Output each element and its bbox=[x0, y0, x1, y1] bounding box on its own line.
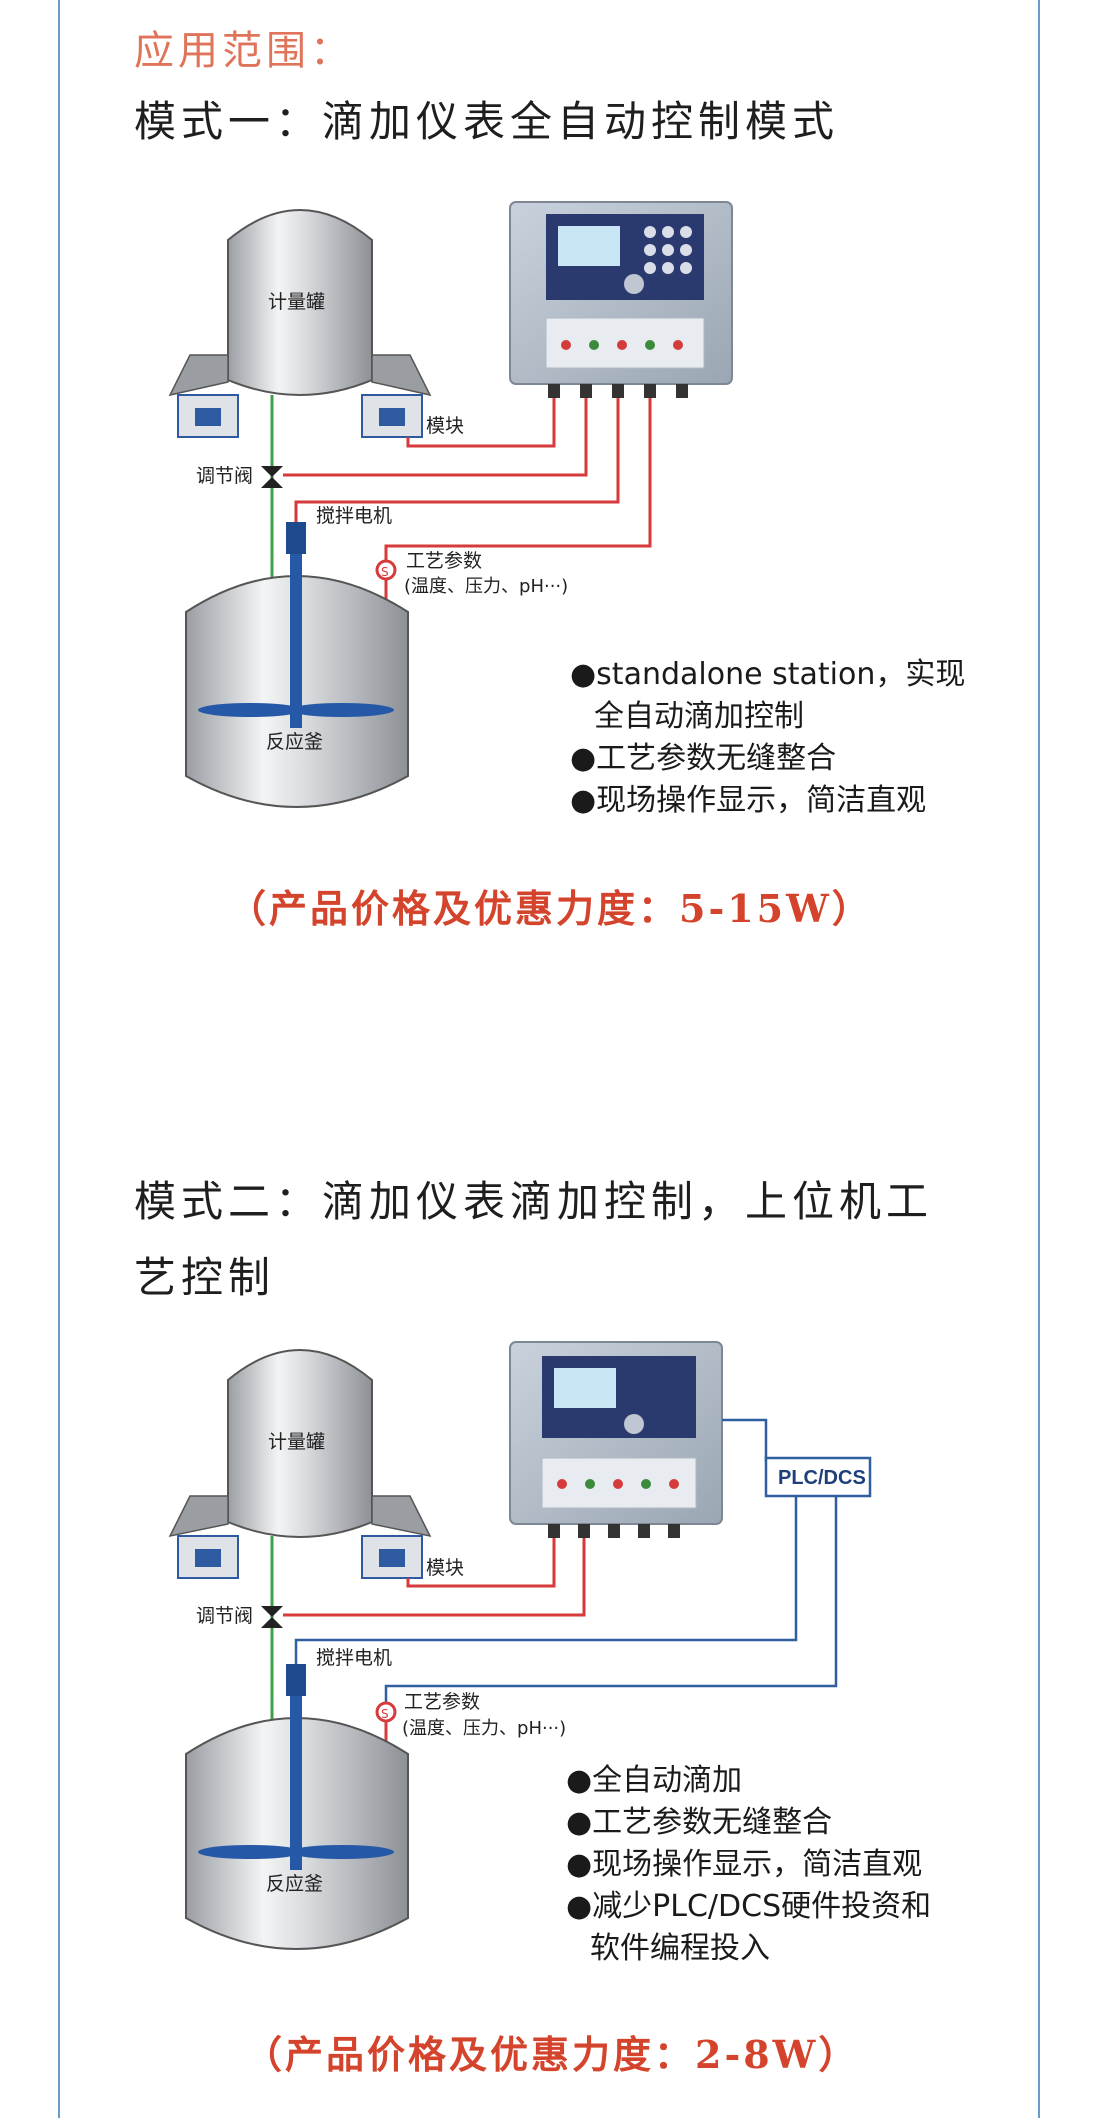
mode2-price: （产品价格及优惠力度：2-8W） bbox=[244, 2032, 860, 2077]
mode2-bullet-5: 软件编程投入 bbox=[590, 1931, 770, 1966]
mode2-bullet-3: ●现场操作显示，简洁直观 bbox=[566, 1847, 922, 1882]
reactor-icon: 反应釜 bbox=[185, 522, 409, 808]
motor-icon bbox=[286, 522, 306, 554]
param-label-2: 工艺参数 bbox=[404, 1691, 480, 1713]
controller-icon bbox=[509, 201, 733, 398]
mode2-bullet-2: ●工艺参数无缝整合 bbox=[566, 1805, 832, 1840]
tank-icon: 计量罐 bbox=[168, 1349, 432, 1579]
mode1-price: （产品价格及优惠力度：5-15W） bbox=[228, 886, 873, 931]
param-label: 工艺参数 bbox=[406, 550, 482, 572]
mode1-bullet-2: 全自动滴加控制 bbox=[594, 699, 804, 734]
motor-icon bbox=[286, 1664, 306, 1696]
tank-icon: 计量罐 bbox=[168, 209, 432, 438]
svg-text:S: S bbox=[381, 565, 389, 579]
reactor-label-2: 反应釜 bbox=[266, 1873, 323, 1895]
reactor-label: 反应釜 bbox=[266, 731, 323, 753]
module-label-2: 模块 bbox=[426, 1557, 464, 1579]
plc-label: PLC/DCS bbox=[778, 1467, 866, 1489]
plc-box bbox=[764, 1456, 872, 1498]
motor-label: 搅拌电机 bbox=[316, 505, 392, 527]
mode2-title-line1: 模式二：滴加仪表滴加控制，上位机工 bbox=[134, 1177, 934, 1226]
reactor-icon: 反应釜 bbox=[185, 1664, 409, 1950]
sensor-icon: S bbox=[375, 559, 397, 610]
section-title: 应用范围： bbox=[134, 28, 354, 74]
mode2-bullet-1: ●全自动滴加 bbox=[566, 1763, 742, 1798]
mode1-bullet-4: ●现场操作显示，简洁直观 bbox=[570, 783, 926, 818]
svg-text:S: S bbox=[381, 1707, 389, 1721]
mode2-title-line2: 艺控制 bbox=[134, 1253, 276, 1302]
param-sub-label-2: (温度、压力、pH···) bbox=[402, 1718, 566, 1739]
mode1-title: 模式一：滴加仪表全自动控制模式 bbox=[134, 97, 840, 146]
mode1-bullet-3: ●工艺参数无缝整合 bbox=[570, 741, 836, 776]
page-frame bbox=[58, 0, 1040, 2118]
controller-icon bbox=[509, 1341, 723, 1538]
motor-label-2: 搅拌电机 bbox=[316, 1647, 392, 1669]
tank-label: 计量罐 bbox=[268, 291, 325, 313]
param-sub-label: (温度、压力、pH···) bbox=[404, 576, 568, 597]
tank-label-2: 计量罐 bbox=[268, 1431, 325, 1453]
module-label: 模块 bbox=[426, 415, 464, 437]
mode1-bullet-1: ●standalone station，实现 bbox=[570, 657, 965, 692]
valve-label-2: 调节阀 bbox=[196, 1605, 253, 1627]
valve-icon bbox=[261, 466, 283, 488]
valve-icon bbox=[261, 1606, 283, 1628]
valve-label: 调节阀 bbox=[196, 465, 253, 487]
mode2-bullet-4: ●减少PLC/DCS硬件投资和 bbox=[566, 1889, 931, 1924]
